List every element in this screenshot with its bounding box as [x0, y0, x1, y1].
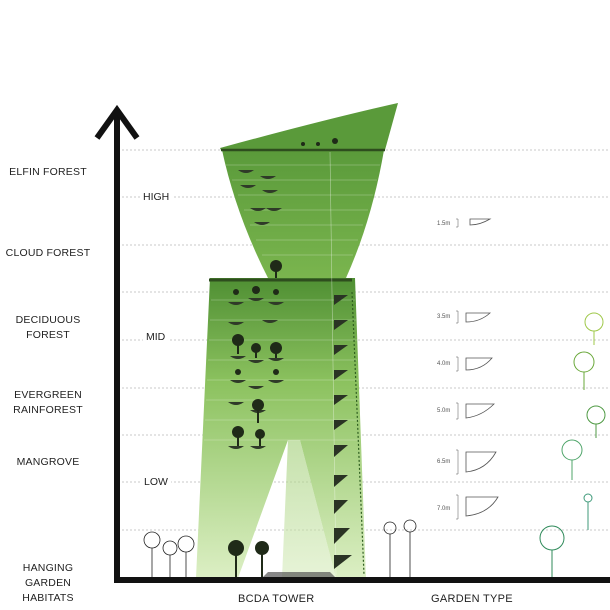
dimension-label-3: 4.0m: [437, 361, 451, 367]
level-label-low: LOW: [141, 476, 171, 488]
tower-trees: [228, 138, 338, 578]
tower-upper-crown: [220, 103, 398, 150]
habitat-label-evergreen-rainforest: EVERGREEN RAINFOREST: [13, 389, 83, 416]
planter-bowls: [228, 170, 284, 449]
dimension-label-1: 1.5m: [437, 221, 451, 227]
planter-profiles: [456, 218, 499, 520]
tower-upper-body: [222, 150, 384, 278]
vertical-axis-arrow: [94, 104, 140, 580]
hanging-garden-trees: [143, 519, 417, 578]
facade-planters: [334, 295, 352, 569]
habitat-label-mangrove: MANGROVE: [16, 456, 80, 468]
dimension-label-2: 3.5m: [437, 314, 451, 320]
dimension-label-4: 5.0m: [437, 408, 451, 414]
habitat-label-hanging-garden: HANGING GARDEN HABITATS: [22, 562, 74, 604]
tower-right-leg: [282, 440, 336, 578]
tower-caption: BCDA TOWER: [238, 593, 315, 605]
habitat-label-cloud-forest: CLOUD FOREST: [5, 247, 91, 259]
dimension-label-6: 7.0m: [437, 506, 451, 512]
garden-type-trees: [539, 312, 606, 580]
level-label-mid: MID: [143, 331, 169, 343]
habitat-label-deciduous-forest: DECIDUOUS FOREST: [15, 314, 81, 341]
garden-type-caption: GARDEN TYPE: [431, 593, 513, 605]
level-label-high: HIGH: [140, 191, 173, 203]
dimension-label-5: 6.5m: [437, 459, 451, 465]
habitat-label-elfin-forest: ELFIN FOREST: [9, 166, 87, 178]
